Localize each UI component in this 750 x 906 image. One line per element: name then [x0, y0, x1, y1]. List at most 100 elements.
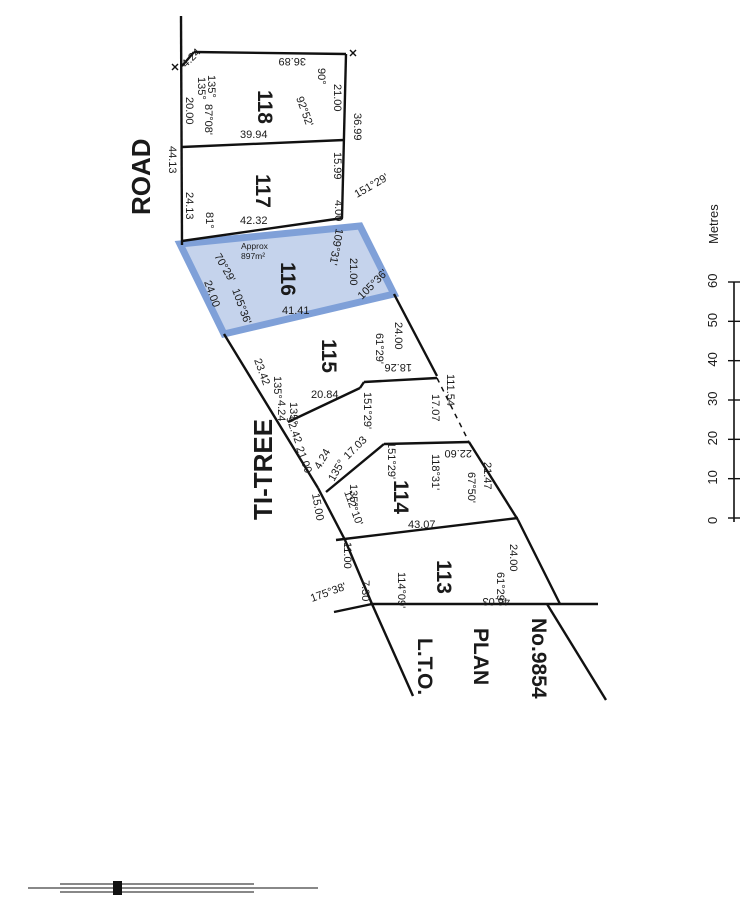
plan-label-line2: PLAN [469, 628, 492, 685]
plan-label-line3: No.9854 [527, 618, 550, 699]
dim-4-00: 4.00 [332, 200, 344, 221]
dim-151-29-b: 151°29' [361, 392, 373, 429]
east-boundary-113 [516, 519, 562, 605]
lot-117-118-divider [181, 138, 345, 149]
dim-61-29-b: 61°29' [494, 572, 506, 603]
dim-21-47: 21.47 [481, 462, 493, 490]
dim-90: 90° [315, 68, 327, 85]
lot-118-number: 118 [253, 90, 276, 124]
east-boundary-upper [340, 53, 348, 219]
dim-24-00-b: 24.00 [392, 322, 404, 350]
dim-22-60: 22.60 [444, 447, 472, 459]
dim-4-24-a: 4.24 [180, 46, 204, 70]
dim-4-24-b: 4.24 [275, 400, 287, 421]
lot-114-divider-a [325, 443, 385, 493]
dim-46-03: 46.03 [482, 595, 510, 607]
dim-41-41: 41.41 [282, 305, 310, 317]
dim-44-13: 44.13 [166, 146, 178, 174]
dim-43-07: 43.07 [408, 519, 436, 531]
lot-114-113-divider [335, 516, 519, 542]
dim-21-00-b: 21.00 [347, 258, 359, 286]
east-boundary-114 [467, 441, 520, 521]
lot-116-number: 116 [276, 262, 299, 296]
lot-117-number: 117 [251, 174, 274, 208]
lot-115-number: 115 [317, 339, 340, 373]
north-boundary [193, 50, 347, 56]
scale-unit: Metres [706, 204, 721, 244]
dim-18-26: 18.26 [384, 361, 412, 373]
dim-20-00-a: 20.00 [183, 97, 195, 125]
tick-sw [333, 602, 373, 614]
dim-61-29-a: 61°29' [373, 333, 385, 364]
dim-92-52: 92°52' [293, 95, 315, 128]
dim-15-00: 15.00 [309, 492, 326, 521]
dim-81: 81° [203, 212, 215, 229]
scale-label-60: 60 [705, 274, 720, 288]
dim-118-31: 118°31' [429, 454, 441, 490]
lot-113-number: 113 [432, 560, 455, 594]
dim-17-07: 17.07 [429, 394, 441, 422]
lot-114-number: 114 [389, 480, 412, 514]
scale-label-50: 50 [705, 313, 720, 327]
corner-truncation [181, 51, 195, 67]
dim-11-00: 11.00 [341, 542, 353, 569]
east-boundary-lower [392, 293, 439, 377]
road-frontage-ti-tree-lower [316, 487, 347, 541]
scale-ticks: 0 10 20 30 40 50 60 [705, 274, 740, 524]
scale-label-0: 0 [705, 517, 720, 524]
scale-label-40: 40 [705, 352, 720, 366]
lot-115-divider-b [359, 381, 365, 389]
dim-7-30: 7.30 [359, 580, 371, 601]
scale-label-30: 30 [705, 392, 720, 406]
scale-label-10: 10 [705, 470, 720, 484]
road-frontage-ti-tree [222, 333, 320, 489]
dim-42-32: 42.32 [240, 215, 268, 227]
area-value-label: 897m² [241, 251, 265, 261]
dim-135-c: 135° [271, 376, 283, 399]
plan-label-line1: L.T.O. [413, 638, 436, 695]
dim-20-84: 20.84 [311, 389, 339, 401]
road-west-continued [370, 603, 415, 697]
dim-135-b: 135° [205, 75, 217, 98]
dim-92-42: 92.42 [283, 415, 304, 445]
dim-135-d: 135° [287, 402, 299, 425]
dim-135-f: 135° [347, 484, 359, 507]
road-label: ROAD [126, 138, 156, 215]
lot-114-divider-b [383, 440, 470, 446]
dim-175-38: 175°38' [309, 581, 348, 605]
dim-24-00-c: 24.00 [507, 544, 519, 572]
road-west-lower [343, 539, 374, 605]
dim-24-13: 24.13 [183, 192, 195, 220]
dim-151-29-c: 151°29' [385, 442, 397, 479]
ti-tree-label: TI-TREE [248, 419, 278, 520]
dim-87-08: 87°08' [202, 104, 214, 135]
dim-21-00-c: 21.00 [293, 445, 314, 475]
scale-bar: 0 10 20 30 40 50 60 Metres [705, 204, 740, 524]
dim-112-10: 112°10' [341, 489, 365, 527]
dim-114-09: 114°09' [395, 572, 407, 608]
lot-117-116-divider [181, 216, 344, 243]
scale-label-20: 20 [705, 431, 720, 445]
dim-135-a: 135° [195, 77, 207, 100]
lot-115-divider-c [363, 376, 438, 384]
plan-east-edge [545, 603, 608, 701]
corner-markers [171, 49, 357, 71]
dashed-boundary [436, 377, 470, 443]
dim-4-24-c: 4.24 [312, 447, 333, 472]
dim-151-29-a: 151°29' [353, 172, 391, 201]
dim-135-e: 135° [326, 458, 348, 484]
dim-15-99: 15.99 [331, 152, 343, 180]
road-frontage-north [179, 15, 184, 246]
plan-label: L.T.O. PLAN No.9854 [413, 618, 550, 699]
lot-115-divider-a [287, 386, 361, 424]
lot-numbers: 118 117 116 115 114 113 [251, 90, 455, 594]
dim-21-00-a: 21.00 [331, 84, 343, 112]
dim-36-89: 36.89 [278, 55, 306, 67]
dim-36-99: 36.99 [351, 113, 363, 141]
area-approx-label: Approx [241, 241, 269, 251]
lot-boundaries [179, 15, 608, 701]
dim-67-50: 67°50' [465, 472, 477, 503]
dim-111-54: 111.54 [444, 374, 456, 406]
dim-39-94: 39.94 [240, 129, 268, 141]
